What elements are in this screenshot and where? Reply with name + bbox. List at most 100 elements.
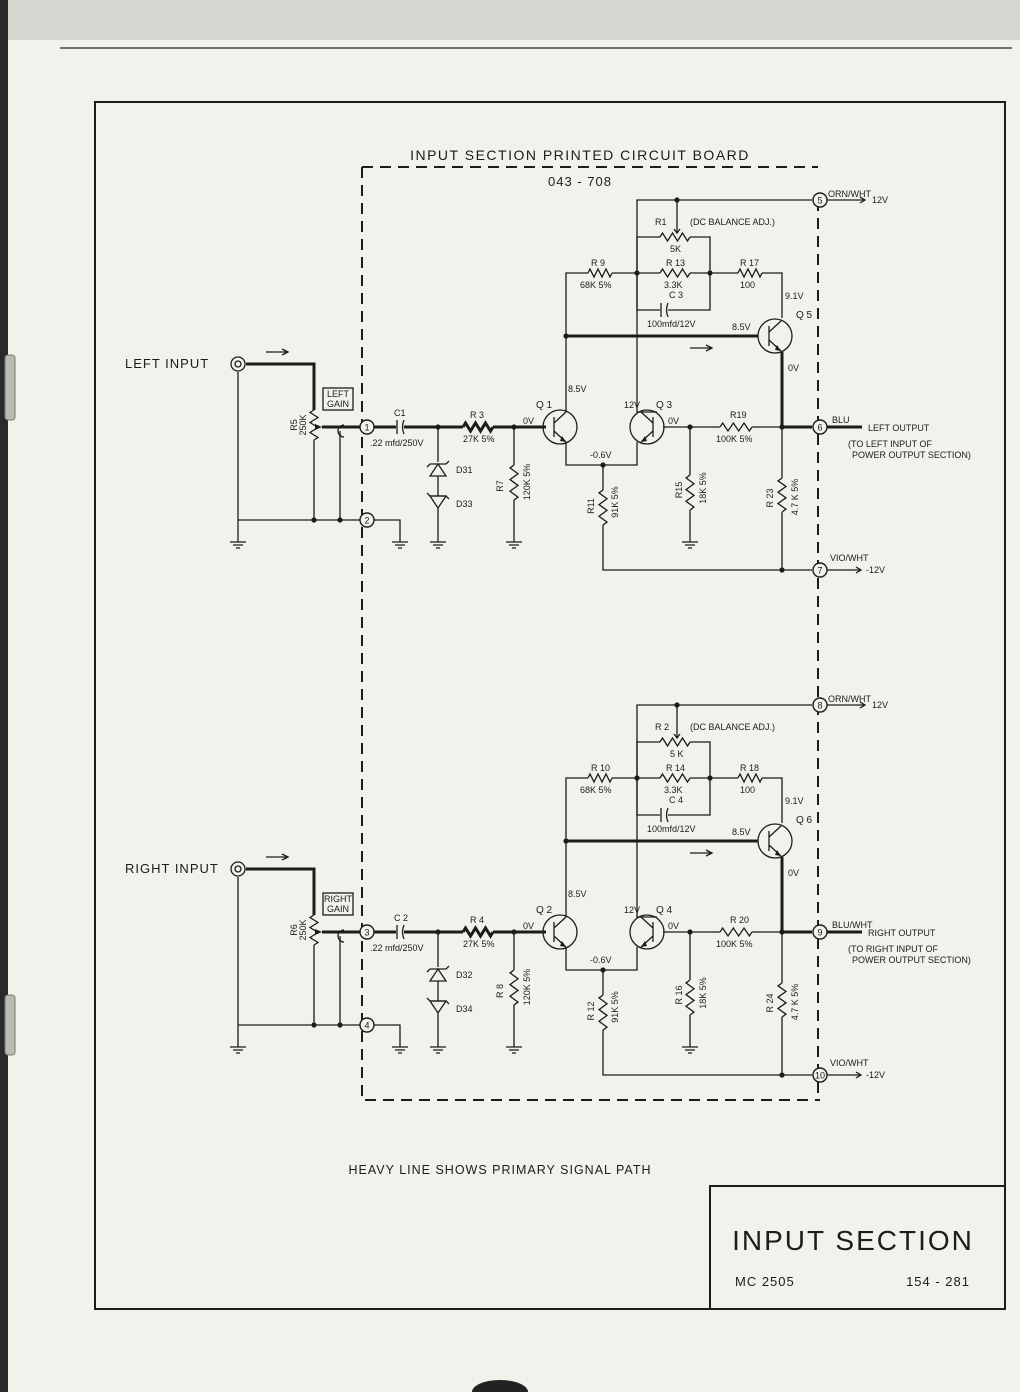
q-a-collector-feedback-wire — [565, 272, 588, 412]
electrolytic-cap-plate-b — [665, 807, 669, 823]
transistor-q-c-collector — [768, 825, 782, 838]
output-note-line2: POWER OUTPUT SECTION) — [852, 955, 971, 965]
transistor-q-c-emitter-arrow — [775, 850, 781, 856]
electrolytic-cap-ref: C 4 — [669, 795, 683, 805]
pin-minus-supply-number: 10 — [815, 1071, 825, 1081]
feedback-resistor-value: 68K 5% — [580, 785, 612, 795]
zener-diode-a-bar — [426, 965, 450, 973]
collector-resistor — [719, 421, 753, 433]
plus-supply-arrow — [827, 701, 867, 709]
load-resistor — [776, 982, 788, 1018]
junction-dot — [779, 567, 785, 573]
zener-diode-a-bar — [426, 460, 450, 468]
emitter-voltage: -0.6V — [590, 955, 612, 965]
gain-pot-wiper-arrow — [315, 929, 322, 935]
output-resistor-ref: R 17 — [740, 258, 759, 268]
load-resistor-ref: R 23 — [765, 488, 775, 507]
input-signal-wire — [246, 867, 316, 915]
q-b-collector-supply-wire — [636, 199, 812, 413]
title-block-title: INPUT SECTION — [732, 1225, 974, 1256]
collector-resistor — [719, 926, 753, 938]
b2-resistor-value: 18K 5% — [698, 977, 708, 1009]
input-signal-wire — [246, 362, 316, 410]
binder-clip-bottom — [4, 994, 16, 1056]
plus-supply-voltage: 12V — [872, 195, 888, 205]
transistor-q-a-emitter-arrow — [560, 941, 566, 947]
scan-bottom-blob — [472, 1380, 528, 1392]
transistor-q-b-label: Q 3 — [656, 400, 673, 411]
gain-pot-ref: R6 — [289, 924, 299, 936]
board-title: INPUT SECTION PRINTED CIRCUIT BOARD — [410, 147, 750, 163]
b2-resistor-ref: R15 — [674, 482, 684, 499]
title-block-drawing-number: 154 - 281 — [906, 1274, 970, 1289]
b2-resistor-value: 18K 5% — [698, 472, 708, 504]
cap-right-wire — [668, 273, 711, 311]
pin-ground-number: 2 — [364, 516, 369, 526]
gain-pot-wiper-arrow — [315, 424, 322, 430]
cap-left-wire — [636, 778, 660, 816]
gain-pot-value: 250K — [298, 414, 308, 435]
ground-symbol-pin — [392, 1046, 408, 1054]
gain-pot-resistor — [308, 409, 320, 441]
ground-symbol-diodes — [430, 541, 446, 549]
pin-plus-supply-number: 5 — [817, 196, 822, 206]
minus-wire-color: VIO/WHT — [830, 1058, 869, 1068]
balance-pot-wiper — [673, 728, 681, 740]
input-cap-value: .22 mfd/250V — [370, 438, 424, 448]
transistor-q-a-label: Q 1 — [536, 400, 553, 411]
collector-resistor-value: 100K 5% — [716, 434, 753, 444]
series-resistor-value: 27K 5% — [463, 434, 495, 444]
gain-label-line2: GAIN — [327, 904, 349, 914]
q-c-emitter-voltage: 9.1V — [785, 291, 804, 301]
minus-supply-voltage: -12V — [866, 1070, 885, 1080]
q-b-base-voltage: 0V — [668, 416, 679, 426]
diode-a-ref: D32 — [456, 970, 473, 980]
q1-base-voltage: 0V — [523, 416, 534, 426]
output-wire-color: BLU — [832, 415, 850, 425]
load-resistor-ref: R 24 — [765, 993, 775, 1012]
collector-resistor-value: 100K 5% — [716, 939, 753, 949]
output-note-line1: (TO LEFT INPUT OF — [848, 439, 933, 449]
electrolytic-cap-plate-b — [665, 302, 669, 318]
balance-pot — [659, 231, 691, 243]
input-cap-plate-b — [401, 419, 405, 435]
b2-resistor-ref: R 16 — [674, 985, 684, 1004]
feedback-resistor — [587, 772, 613, 784]
input-jack-icon — [230, 356, 246, 372]
plus-supply-arrow — [827, 196, 867, 204]
pin-plus-supply-number: 8 — [817, 701, 822, 711]
tail-resistor — [597, 994, 609, 1031]
tail-to-minus-wire — [602, 1030, 780, 1076]
feedback-resistor-ref: R 9 — [591, 258, 605, 268]
input-jack-icon — [230, 861, 246, 877]
tail-resistor-ref: R 12 — [586, 1001, 596, 1020]
transistor-q-a-collector — [553, 411, 567, 424]
ground-symbol-pin — [392, 541, 408, 549]
plus-supply-voltage: 12V — [872, 700, 888, 710]
mid-resistor-ref: R 13 — [666, 258, 685, 268]
electrolytic-cap-value: 100mfd/12V — [647, 824, 696, 834]
junction-dot — [563, 838, 569, 844]
feedback-resistor — [587, 267, 613, 279]
pin-minus-supply-number: 7 — [817, 566, 822, 576]
transistor-q-c-body — [757, 823, 793, 859]
pin-ground-drop — [374, 1024, 401, 1047]
balance-pot-ref: R 2 — [655, 722, 669, 732]
balance-pot-value: 5 K — [670, 749, 684, 759]
feedback-resistor-value: 68K 5% — [580, 280, 612, 290]
series-resistor — [461, 420, 495, 434]
transistor-q-c-body — [757, 318, 793, 354]
mid-resistor-value: 3.3K — [664, 785, 683, 795]
load-to-minus-wire — [781, 1017, 812, 1076]
ground-symbol-bias — [506, 1046, 522, 1054]
q-a-collector-voltage: 8.5V — [568, 889, 587, 899]
pin-ground-drop — [374, 519, 401, 542]
junction-dot — [311, 517, 317, 523]
tail-resistor-ref: R11 — [586, 498, 596, 514]
mid-resistor — [659, 267, 691, 279]
title-block-model: MC 2505 — [735, 1274, 795, 1289]
transistor-q-b-body — [629, 409, 665, 445]
output-resistor-value: 100 — [740, 785, 755, 795]
